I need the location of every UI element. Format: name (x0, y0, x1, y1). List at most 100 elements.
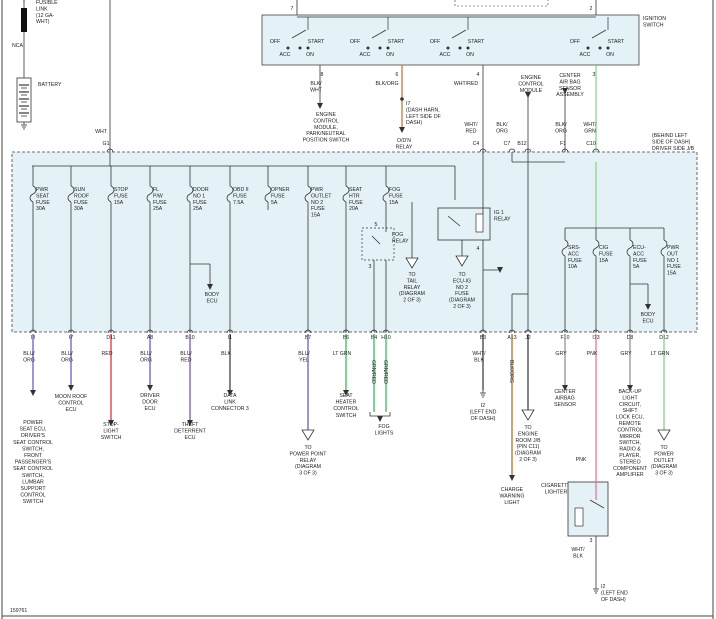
right-fuse-label: NO 1 (667, 258, 679, 264)
dest-stop-light: STOP- (103, 422, 119, 428)
dest-i2: I2 (481, 403, 485, 409)
bottom-connector (561, 329, 569, 334)
dest-arrow (147, 385, 153, 391)
dest-charge: LIGHT (504, 500, 520, 506)
ign-contact (606, 46, 610, 50)
dest-power-seat: PASSENGER'S (15, 460, 52, 466)
dest-engine-room: 2 OF 3) (519, 457, 537, 463)
ign-contact (378, 46, 382, 50)
ign-on-label: ON (606, 52, 614, 58)
bottom-connector (626, 329, 634, 334)
dest-data-link: LINK (224, 400, 236, 406)
dest-power-point: (DIAGRAM (295, 464, 321, 470)
fuse-label: 30A (74, 206, 84, 212)
dest-backup-light: SWITCH, (619, 440, 641, 446)
ign-contact (286, 46, 290, 50)
cig-wire-top: PNK (576, 457, 587, 463)
i7-label: LEFT SIDE OF (406, 114, 441, 120)
fuse-label: FUSE (36, 200, 50, 206)
pin8-arrow (317, 103, 323, 109)
fuse-label: ROOF (74, 193, 89, 199)
dest-power-seat: SEAT CONTROL (13, 466, 53, 472)
fuse-label: SEAT (36, 193, 50, 199)
ign-start-label: START (608, 39, 625, 45)
dest-power-seat: SEAT ECU, (20, 427, 47, 433)
ign-contact (586, 46, 590, 50)
body-ecu-right-arrow (645, 304, 651, 310)
dest-moon-roof: MOON ROOF (55, 394, 88, 400)
dest-backup-light: LOCK ECU, (616, 415, 644, 421)
dest-power-seat: FRONT (24, 453, 43, 459)
right-fuse-label: FUSE (568, 258, 582, 264)
pin8-label: 8 (321, 72, 324, 78)
ign-off-label: OFF (570, 39, 580, 45)
wire-color-label: LT GRN (651, 351, 670, 357)
ign-switch-blade (591, 29, 607, 39)
dest-engine-room: ROOM J/B (515, 438, 541, 444)
right-fuse-label: SRS- (568, 245, 581, 251)
right-fuse-label: 15A (599, 258, 609, 264)
fuse-label: FUSE (153, 200, 167, 206)
dest-backup-light: LIGHT (622, 395, 638, 401)
dest-theft: ECU (185, 435, 196, 441)
dest-seat-heater: CONTROL (333, 406, 358, 412)
tail-relay-label: (DIAGRAM (399, 291, 425, 297)
ign-contact (298, 46, 302, 50)
tail-relay-label: 2 OF 3) (403, 298, 421, 304)
junction-block-label: SIDE OF DASH) (652, 140, 691, 146)
dest-i2: (LEFT END (470, 409, 497, 415)
dest-power-outlet: 3 OF 3) (655, 471, 673, 477)
ecm-label: MODULE (520, 88, 543, 94)
wire-color-label: ORG (23, 357, 35, 363)
i7-label: DASH) (406, 120, 422, 126)
fuse-label: 25A (193, 206, 203, 212)
fuse-label: FL (153, 187, 159, 193)
fuse-symbol (226, 185, 234, 203)
fuse-label: OPNER (271, 187, 290, 193)
fuse-label: DOOR (193, 187, 209, 193)
body-ecu-label: BODY (205, 292, 220, 298)
ign-off-label: OFF (430, 39, 440, 45)
fuse-label: P/W (153, 193, 163, 199)
fuse-label: FOG (389, 187, 400, 193)
i7-label: I7 (406, 101, 410, 107)
dest-backup-light: SHIFT (623, 408, 639, 414)
junction-block (11, 151, 698, 333)
right-fuse-label: FUSE (599, 251, 613, 257)
fog-arrow (377, 416, 383, 422)
fog-bracket (369, 412, 391, 417)
cig-contact (589, 499, 605, 509)
dest-fog-lights: FOG (378, 424, 389, 430)
fuse-label: 7.5A (233, 200, 244, 206)
fuse-symbol (342, 185, 350, 203)
body-ecu-label: ECU (207, 298, 218, 304)
ign-contact (466, 46, 470, 50)
c10-label: C10 (586, 141, 596, 147)
bottom-connector (524, 329, 532, 334)
c4-wire-label: WHT/ (464, 122, 478, 128)
wire-color-label: ORG (140, 357, 152, 363)
wht-label: WHT (95, 129, 108, 135)
ecu-ig-label: ECU-IG (453, 278, 471, 284)
right-fuse-label: 15A (667, 271, 677, 277)
pin3-label: 3 (593, 72, 596, 78)
dest-backup-light: STEREO (619, 459, 640, 465)
ecm-arrow (525, 92, 531, 98)
bottom-connector (146, 329, 154, 334)
ign-on-label: ON (306, 52, 314, 58)
fuse-label: 5A (271, 200, 278, 206)
wire-color-label: LT GRN (333, 351, 352, 357)
fuse-label: STOP (114, 187, 129, 193)
dest-arrow (227, 390, 233, 396)
pin6-wire-label: BLK/ORG (375, 81, 398, 87)
fog-relay (361, 227, 395, 261)
fusible-link-label: WHT) (36, 19, 50, 25)
ign-start-label: START (308, 39, 325, 45)
arrow (497, 267, 503, 273)
dest-center-airbag: SENSOR (554, 402, 576, 408)
fuse-symbol (660, 239, 668, 257)
body-ecu-arrow (207, 284, 213, 290)
fuse-label: FUSE (389, 193, 403, 199)
